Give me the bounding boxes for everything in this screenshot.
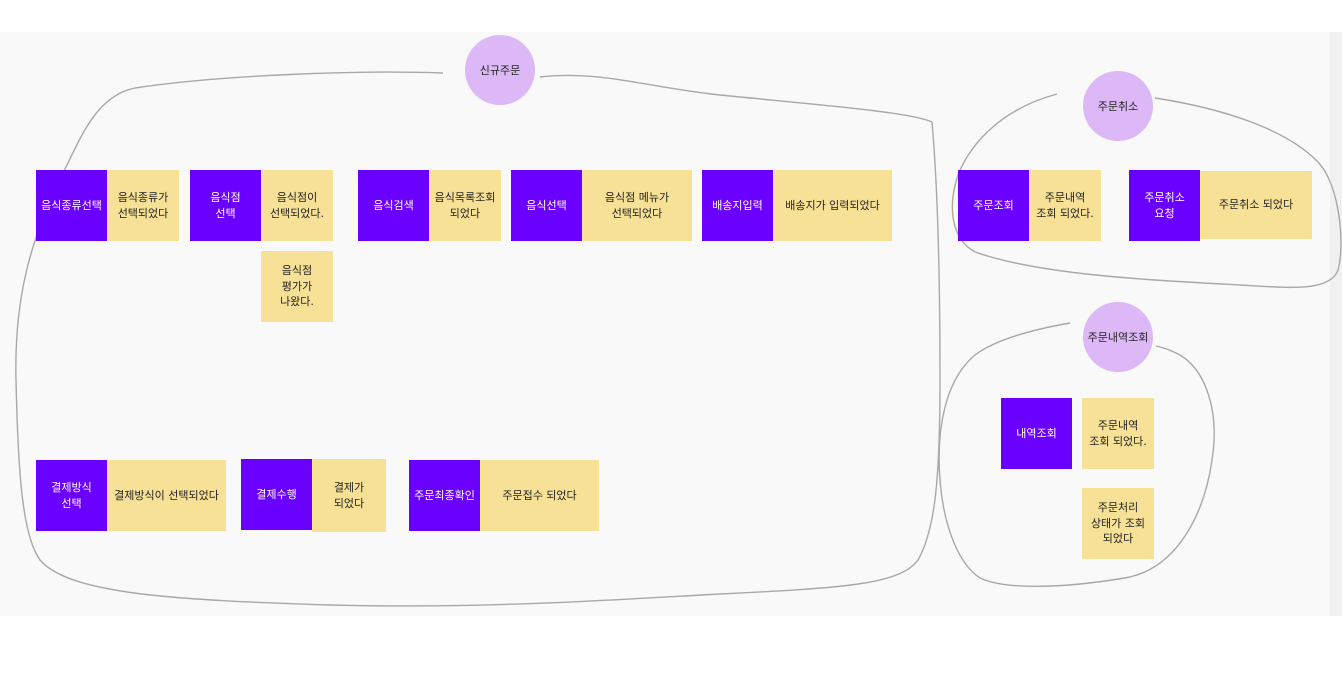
command-note-history-lookup[interactable]: 내역조회 [1001, 398, 1072, 469]
event-note-restaurant-rated[interactable]: 음식점 평가가 나왔다. [261, 251, 333, 322]
command-note-food-search[interactable]: 음식검색 [358, 170, 429, 241]
event-note-order-received[interactable]: 주문접수 되었다 [480, 460, 599, 531]
command-note-order-final-confirm[interactable]: 주문최종확인 [409, 460, 480, 531]
command-note-payment-execute[interactable]: 결제수행 [241, 459, 312, 530]
event-note-history-looked-up[interactable]: 주문내역 조회 되었다. [1082, 398, 1154, 469]
command-note-food-select[interactable]: 음식선택 [511, 170, 582, 241]
group-label-new-order: 신규주문 [465, 35, 535, 105]
command-note-address-input[interactable]: 배송지입력 [702, 170, 773, 241]
group-label-order-history: 주문내역조회 [1083, 302, 1153, 372]
command-note-restaurant-select[interactable]: 음식점 선택 [190, 170, 261, 241]
command-note-payment-method-select[interactable]: 결제방식 선택 [36, 460, 107, 531]
event-note-order-looked-up[interactable]: 주문내역 조회 되었다. [1029, 170, 1101, 241]
event-note-payment-method-selected[interactable]: 결제방식이 선택되었다 [107, 460, 226, 531]
command-note-order-lookup[interactable]: 주문조회 [958, 170, 1029, 241]
event-note-address-entered[interactable]: 배송지가 입력되었다 [773, 170, 892, 241]
event-note-menu-selected[interactable]: 음식점 메뉴가 선택되었다 [582, 170, 692, 241]
event-note-restaurant-selected[interactable]: 음식점이 선택되었다. [261, 170, 333, 241]
event-note-order-cancelled[interactable]: 주문취소 되었다 [1200, 171, 1312, 239]
event-note-status-looked-up[interactable]: 주문처리 상태가 조회 되었다 [1082, 488, 1154, 559]
event-note-payment-done[interactable]: 결제가 되었다 [312, 459, 386, 532]
group-label-cancel-order: 주문취소 [1083, 71, 1153, 141]
command-note-food-type-select[interactable]: 음식종류선택 [36, 170, 107, 241]
event-note-food-type-selected[interactable]: 음식종류가 선택되었다 [107, 170, 179, 241]
command-note-cancel-request[interactable]: 주문취소 요청 [1129, 170, 1200, 241]
event-note-food-list-viewed[interactable]: 음식목록조회 되었다 [429, 170, 501, 241]
board-scrollbar[interactable] [1330, 32, 1342, 616]
